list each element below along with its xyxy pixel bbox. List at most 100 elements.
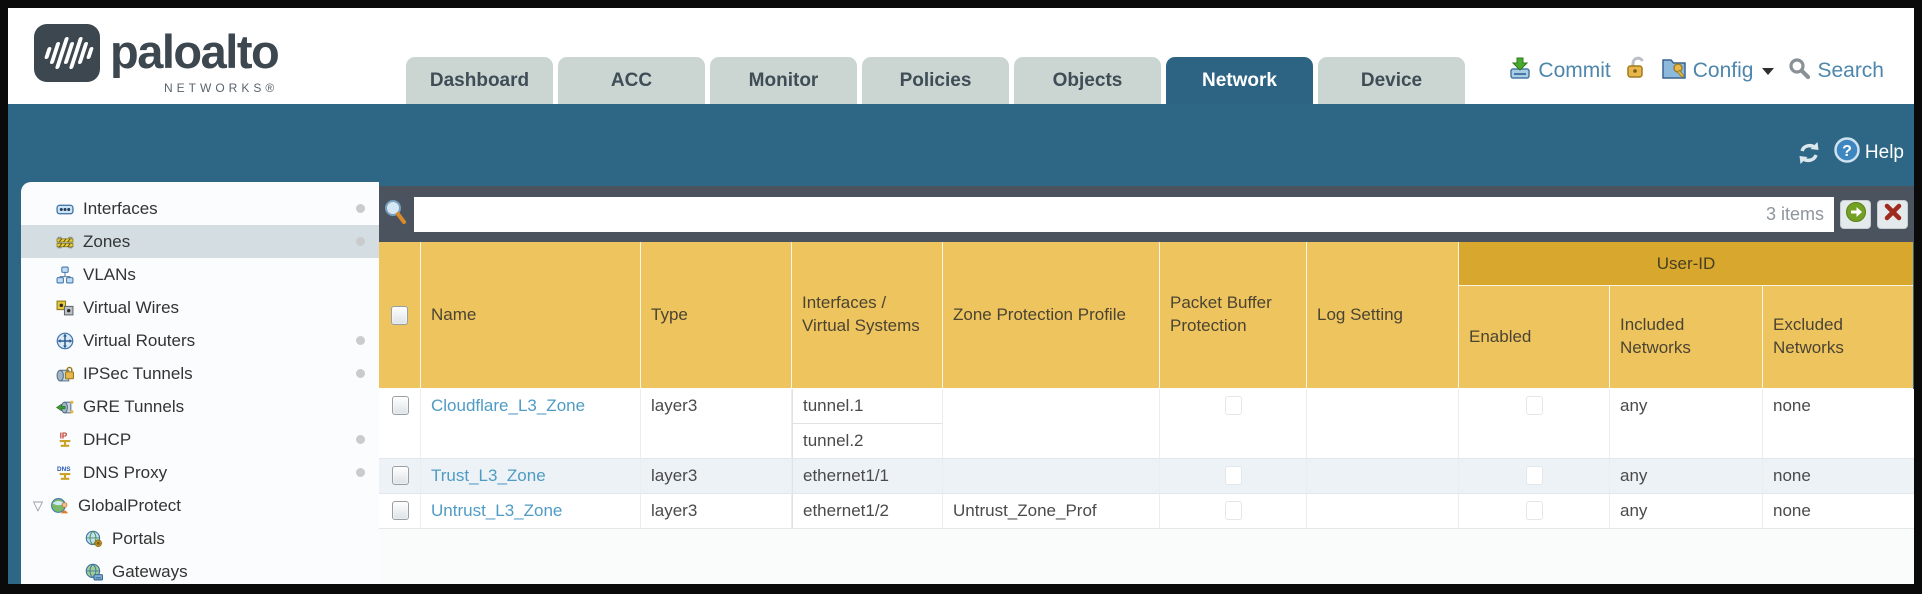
col-header-packet-buffer-protection[interactable]: Packet Buffer Protection [1160,242,1307,389]
tab-policies[interactable]: Policies [862,57,1009,104]
config-menu-button[interactable]: Config [1661,56,1775,86]
excluded-networks: none [1773,396,1811,415]
status-dot [356,369,365,378]
refresh-button[interactable] [1795,140,1823,166]
zone-name-link[interactable]: Untrust_L3_Zone [421,494,641,528]
tab-monitor[interactable]: Monitor [710,57,857,104]
lock-icon[interactable] [1625,56,1647,86]
status-dot [356,435,365,444]
user-id-enabled-checkbox[interactable] [1525,396,1543,415]
dhcp-icon: IP [54,431,75,449]
zone-interfaces: tunnel.1 tunnel.2 [792,389,943,458]
expander-triangle-icon[interactable]: ▽ [33,497,43,513]
col-header-included-networks[interactable]: Included Networks [1610,286,1763,389]
zone-protection-profile: Untrust_Zone_Prof [943,494,1160,528]
row-checkbox[interactable] [392,466,409,485]
header-actions: Commit Config [1508,56,1884,86]
main-tabs: Dashboard ACC Monitor Policies Objects N… [406,57,1465,104]
item-count: 3 items [1765,203,1824,224]
gateways-icon [83,563,104,581]
row-checkbox[interactable] [392,501,409,520]
user-id-enabled-cell [1459,459,1610,493]
clear-filter-button[interactable] [1877,199,1908,229]
packet-buffer-protection-cell [1160,389,1307,458]
user-id-group: User-ID Enabled Included Networks Exclud… [1459,242,1913,389]
col-header-type[interactable]: Type [641,242,792,389]
col-header-enabled[interactable]: Enabled [1459,286,1610,389]
col-header-excluded-networks[interactable]: Excluded Networks [1763,286,1913,389]
apply-filter-button[interactable] [1840,199,1871,229]
filter-magnifier-icon [383,199,408,230]
zone-type: layer3 [641,459,792,493]
tab-dashboard[interactable]: Dashboard [406,57,553,104]
interface-entry: tunnel.2 [803,431,864,450]
tab-objects[interactable]: Objects [1014,57,1161,104]
zone-protection-profile [943,459,1160,493]
tab-device[interactable]: Device [1318,57,1465,104]
sidebar-item-gre-tunnels[interactable]: GRE Tunnels [21,390,379,423]
zone-protection-profile [943,389,1160,458]
commit-button[interactable]: Commit [1508,56,1611,86]
log-setting [1307,459,1459,493]
log-setting [1307,389,1459,458]
sidebar-item-gateways[interactable]: Gateways [21,555,379,584]
zone-name-link[interactable]: Cloudflare_L3_Zone [421,389,641,458]
commit-icon [1508,56,1532,86]
svg-text:IP: IP [59,431,67,440]
global-search-button[interactable]: Search [1788,57,1884,86]
col-header-zone-protection-profile[interactable]: Zone Protection Profile [943,242,1160,389]
main-area: ? Help Interfaces Zones [8,104,1914,584]
sidebar-item-virtual-routers[interactable]: Virtual Routers [21,324,379,357]
packet-buffer-checkbox[interactable] [1224,396,1242,415]
help-button[interactable]: ? Help [1833,136,1904,170]
sidebar-item-dhcp[interactable]: IP DHCP [21,423,379,456]
select-all-checkbox[interactable] [391,305,408,325]
tab-acc[interactable]: ACC [558,57,705,104]
row-select-cell [379,459,421,493]
interfaces-icon [54,200,75,218]
col-header-log-setting[interactable]: Log Setting [1307,242,1459,389]
filter-input[interactable] [420,203,1766,225]
sidebar-item-vlans[interactable]: VLANs [21,258,379,291]
packet-buffer-protection-cell [1160,494,1307,528]
packet-buffer-checkbox[interactable] [1224,501,1242,520]
sidebar-item-interfaces[interactable]: Interfaces [21,192,379,225]
sidebar-item-portals[interactable]: Portals [21,522,379,555]
sidebar-item-globalprotect[interactable]: ▽ GlobalProtect [33,495,181,515]
zones-content: 3 items [379,186,1914,584]
zone-name-link[interactable]: Trust_L3_Zone [421,459,641,493]
status-dot [356,204,365,213]
user-id-enabled-checkbox[interactable] [1525,501,1543,520]
sidebar-item-ipsec-tunnels[interactable]: IPSec Tunnels [21,357,379,390]
row-checkbox[interactable] [392,396,409,415]
excluded-networks: none [1773,466,1811,485]
row-select-cell [379,389,421,458]
virtual-routers-icon [54,332,75,350]
included-networks: any [1610,459,1763,493]
virtual-wires-icon [54,299,75,317]
user-id-enabled-checkbox[interactable] [1525,466,1543,485]
packet-buffer-protection-cell [1160,459,1307,493]
sidebar-item-dns-proxy[interactable]: DNS DNS Proxy [21,456,379,489]
tab-network[interactable]: Network [1166,57,1313,104]
gre-tunnels-icon [54,398,75,416]
col-header-name[interactable]: Name [421,242,641,389]
col-header-interfaces[interactable]: Interfaces / Virtual Systems [792,242,943,389]
search-icon [1788,57,1811,86]
top-bar: paloalto NETWORKS® Dashboard ACC Monitor… [8,8,1914,104]
sidebar-item-virtual-wires[interactable]: Virtual Wires [21,291,379,324]
dns-proxy-icon: DNS [54,464,75,482]
config-icon [1661,56,1687,86]
sidebar-item-zones[interactable]: Zones [21,225,379,258]
globalprotect-icon [49,497,70,515]
packet-buffer-checkbox[interactable] [1224,466,1242,485]
included-networks: any [1610,389,1763,458]
zone-type: layer3 [641,494,792,528]
status-dot [356,237,365,246]
svg-text:?: ? [1842,143,1852,160]
table-row: Cloudflare_L3_Zone layer3 tunnel.1 tunne… [379,389,1914,459]
row-select-cell [379,494,421,528]
portals-icon [83,530,104,548]
log-setting [1307,494,1459,528]
